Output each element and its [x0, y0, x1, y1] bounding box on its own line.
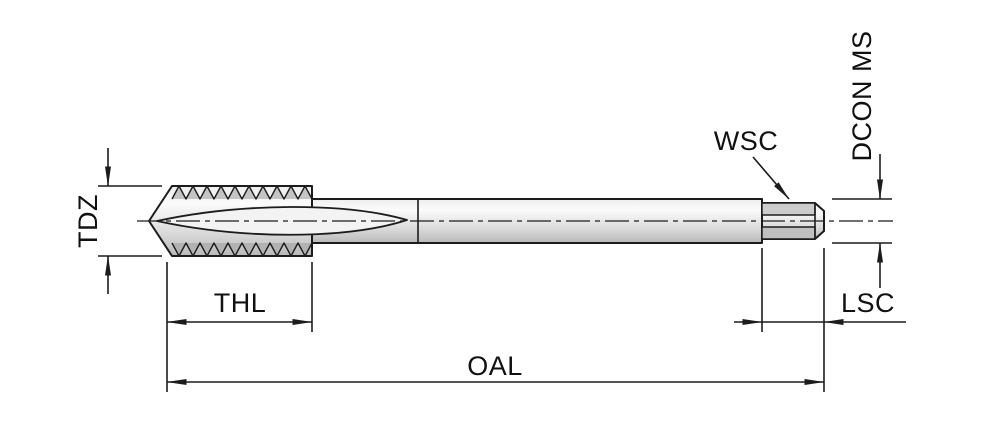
flute	[156, 206, 408, 236]
wsc-leader-line	[752, 156, 790, 200]
label-oal: OAL	[467, 351, 523, 381]
dim-dcon	[832, 154, 892, 288]
dim-wsc	[752, 156, 790, 200]
thread-teeth-top	[171, 185, 313, 200]
label-tdz: TDZ	[73, 194, 103, 248]
thread-teeth-bottom	[171, 242, 313, 257]
dim-lsc	[734, 248, 906, 332]
square-flat-bottom	[761, 226, 816, 240]
label-wsc: WSC	[714, 126, 779, 156]
label-dcon-ms: DCON MS	[847, 31, 877, 162]
label-lsc: LSC	[841, 288, 895, 318]
dimension-lines	[98, 148, 906, 392]
dim-tdz	[98, 148, 162, 294]
dim-thl	[166, 262, 313, 392]
label-thl: THL	[214, 288, 267, 318]
square-flat-top	[761, 202, 816, 216]
